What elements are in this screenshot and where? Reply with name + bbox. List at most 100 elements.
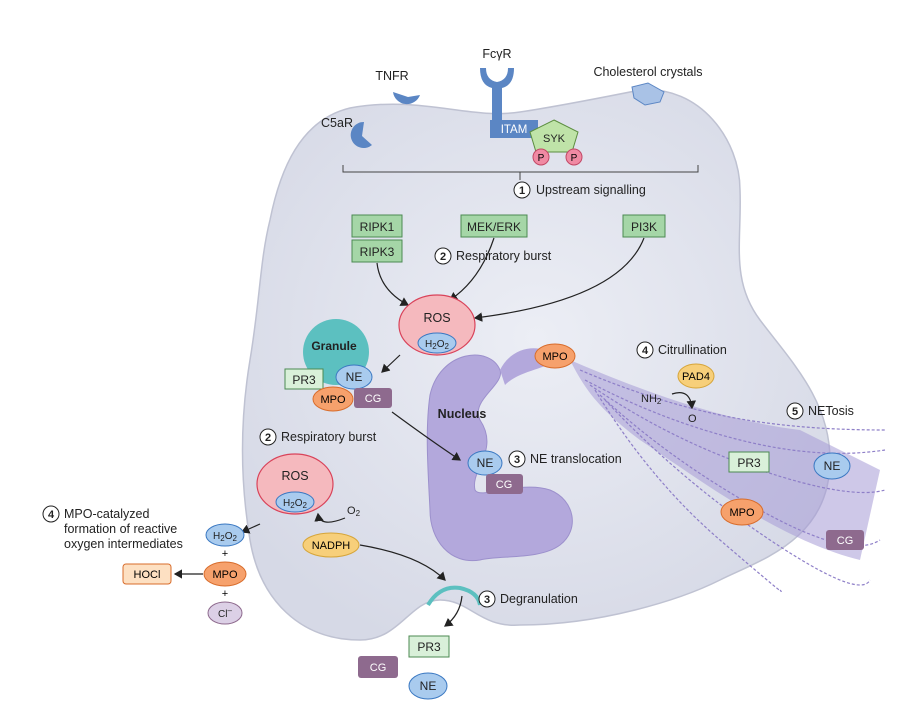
step2a-label: Respiratory burst — [456, 249, 552, 263]
nucleus-ne-label: NE — [477, 456, 494, 470]
net-ne — [813, 452, 851, 480]
step1-label: Upstream signalling — [536, 183, 646, 197]
step3b-label: Degranulation — [500, 592, 578, 606]
net-cg — [826, 530, 864, 550]
degran-ne-label: NE — [420, 679, 437, 693]
pi3k-box — [622, 214, 666, 238]
moi-h2o2 — [205, 523, 245, 547]
net-pr3 — [728, 451, 770, 473]
chloride — [207, 601, 243, 625]
h2o2-main — [417, 332, 457, 354]
fcgr-label: FcγR — [482, 47, 511, 61]
degran-pore — [426, 585, 482, 607]
step2a-num: 2 — [440, 251, 446, 263]
granule-cg-label: CG — [365, 393, 382, 405]
ripk1-box — [351, 214, 403, 238]
net-ne-label: NE — [824, 459, 841, 473]
chloride-label: Cl– — [218, 606, 232, 620]
tnfr-receptor: TNFR — [375, 69, 420, 105]
granule-pr3-label: PR3 — [292, 373, 316, 387]
step3b-num: 3 — [484, 594, 490, 606]
plus-1: + — [222, 548, 228, 560]
plus-2: + — [222, 588, 228, 600]
pad4 — [677, 363, 715, 389]
net-region — [570, 360, 880, 560]
nucleus-cg-label: CG — [496, 479, 513, 491]
net-mpo — [720, 498, 764, 526]
nadph — [302, 532, 360, 558]
phospho-1-label: P — [538, 153, 545, 164]
nucleus-cg — [486, 474, 523, 494]
tnfr-label: TNFR — [375, 69, 408, 83]
ros-2-label: ROS — [281, 469, 308, 483]
granule-mpo — [312, 386, 354, 412]
fcgr-receptor: FcγR — [480, 47, 514, 120]
h2o2-2-label: H2O2 — [283, 498, 307, 510]
step2b-badge — [259, 428, 277, 446]
ripk-arrow — [376, 262, 410, 306]
mekerk-label: MEK/ERK — [467, 220, 521, 234]
step2b-num: 2 — [265, 432, 271, 444]
phospho-2 — [565, 148, 583, 166]
ros-2 — [256, 453, 334, 515]
degran-cg-label: CG — [370, 662, 387, 674]
degran-arrow — [359, 544, 446, 581]
granule-title: Granule — [311, 339, 357, 353]
nucleus-mpo — [534, 343, 576, 369]
ripk3-label: RIPK3 — [360, 245, 395, 259]
pad4-label: PAD4 — [682, 371, 710, 383]
itam-box — [490, 120, 538, 138]
h2o2-main-label: H2O2 — [425, 339, 449, 351]
o2-arrow — [314, 512, 346, 523]
step4b-badge — [42, 505, 60, 523]
step4a-num: 4 — [642, 345, 649, 357]
step5-num: 5 — [792, 406, 798, 418]
degran-ne — [408, 672, 448, 700]
c5ar-label: C5aR — [321, 116, 353, 130]
citrul-arrow — [671, 392, 697, 410]
phospho-2-label: P — [571, 153, 578, 164]
ros-main-label: ROS — [423, 311, 450, 325]
c5ar-receptor: C5aR — [321, 116, 372, 148]
moi-h2o2-label: H2O2 — [213, 531, 237, 543]
itam-label: ITAM — [501, 124, 528, 136]
pi3k-label: PI3K — [631, 220, 657, 234]
step3a-num: 3 — [514, 454, 520, 466]
step4b-num: 4 — [48, 509, 55, 521]
granule-ne-label: NE — [346, 370, 363, 384]
step4b-label-line2: formation of reactive — [64, 522, 177, 536]
net-mpo-label: MPO — [729, 507, 755, 519]
ros-main — [398, 294, 476, 356]
step1-badge — [513, 181, 531, 199]
h2o2-2 — [275, 491, 315, 513]
step4b-label-line1: MPO-catalyzed — [64, 507, 149, 521]
o2-label: O2 — [347, 505, 361, 518]
degran-cg — [358, 656, 398, 678]
cholesterol-label: Cholesterol crystals — [593, 65, 702, 79]
syk-label: SYK — [543, 133, 566, 145]
moi-mpo — [203, 561, 247, 587]
ne-translocation-arrow — [391, 411, 461, 461]
hocl-box — [122, 563, 172, 585]
degran-pr3 — [408, 635, 450, 658]
nucleus-title: Nucleus — [438, 407, 487, 421]
hocl-label: HOCl — [134, 569, 161, 581]
degran-out-arrow — [444, 595, 463, 627]
net-pr3-label: PR3 — [737, 456, 761, 470]
nucleus-mpo-label: MPO — [542, 351, 568, 363]
step5-badge — [786, 402, 804, 420]
cholesterol-crystals: Cholesterol crystals — [593, 65, 703, 106]
ripk3-box — [351, 239, 403, 263]
degran-pr3-label: PR3 — [417, 640, 441, 654]
step3b-badge — [478, 590, 496, 608]
pi3k-arrow — [473, 237, 645, 322]
phospho-1 — [532, 148, 550, 166]
mekerk-arrow — [449, 237, 495, 301]
syk-shape — [529, 119, 579, 153]
ros-granule-arrow — [381, 354, 401, 373]
step2b-label: Respiratory burst — [281, 430, 377, 444]
ripk1-label: RIPK1 — [360, 220, 395, 234]
mekerk-box — [460, 214, 528, 238]
net-cg-label: CG — [837, 535, 854, 547]
